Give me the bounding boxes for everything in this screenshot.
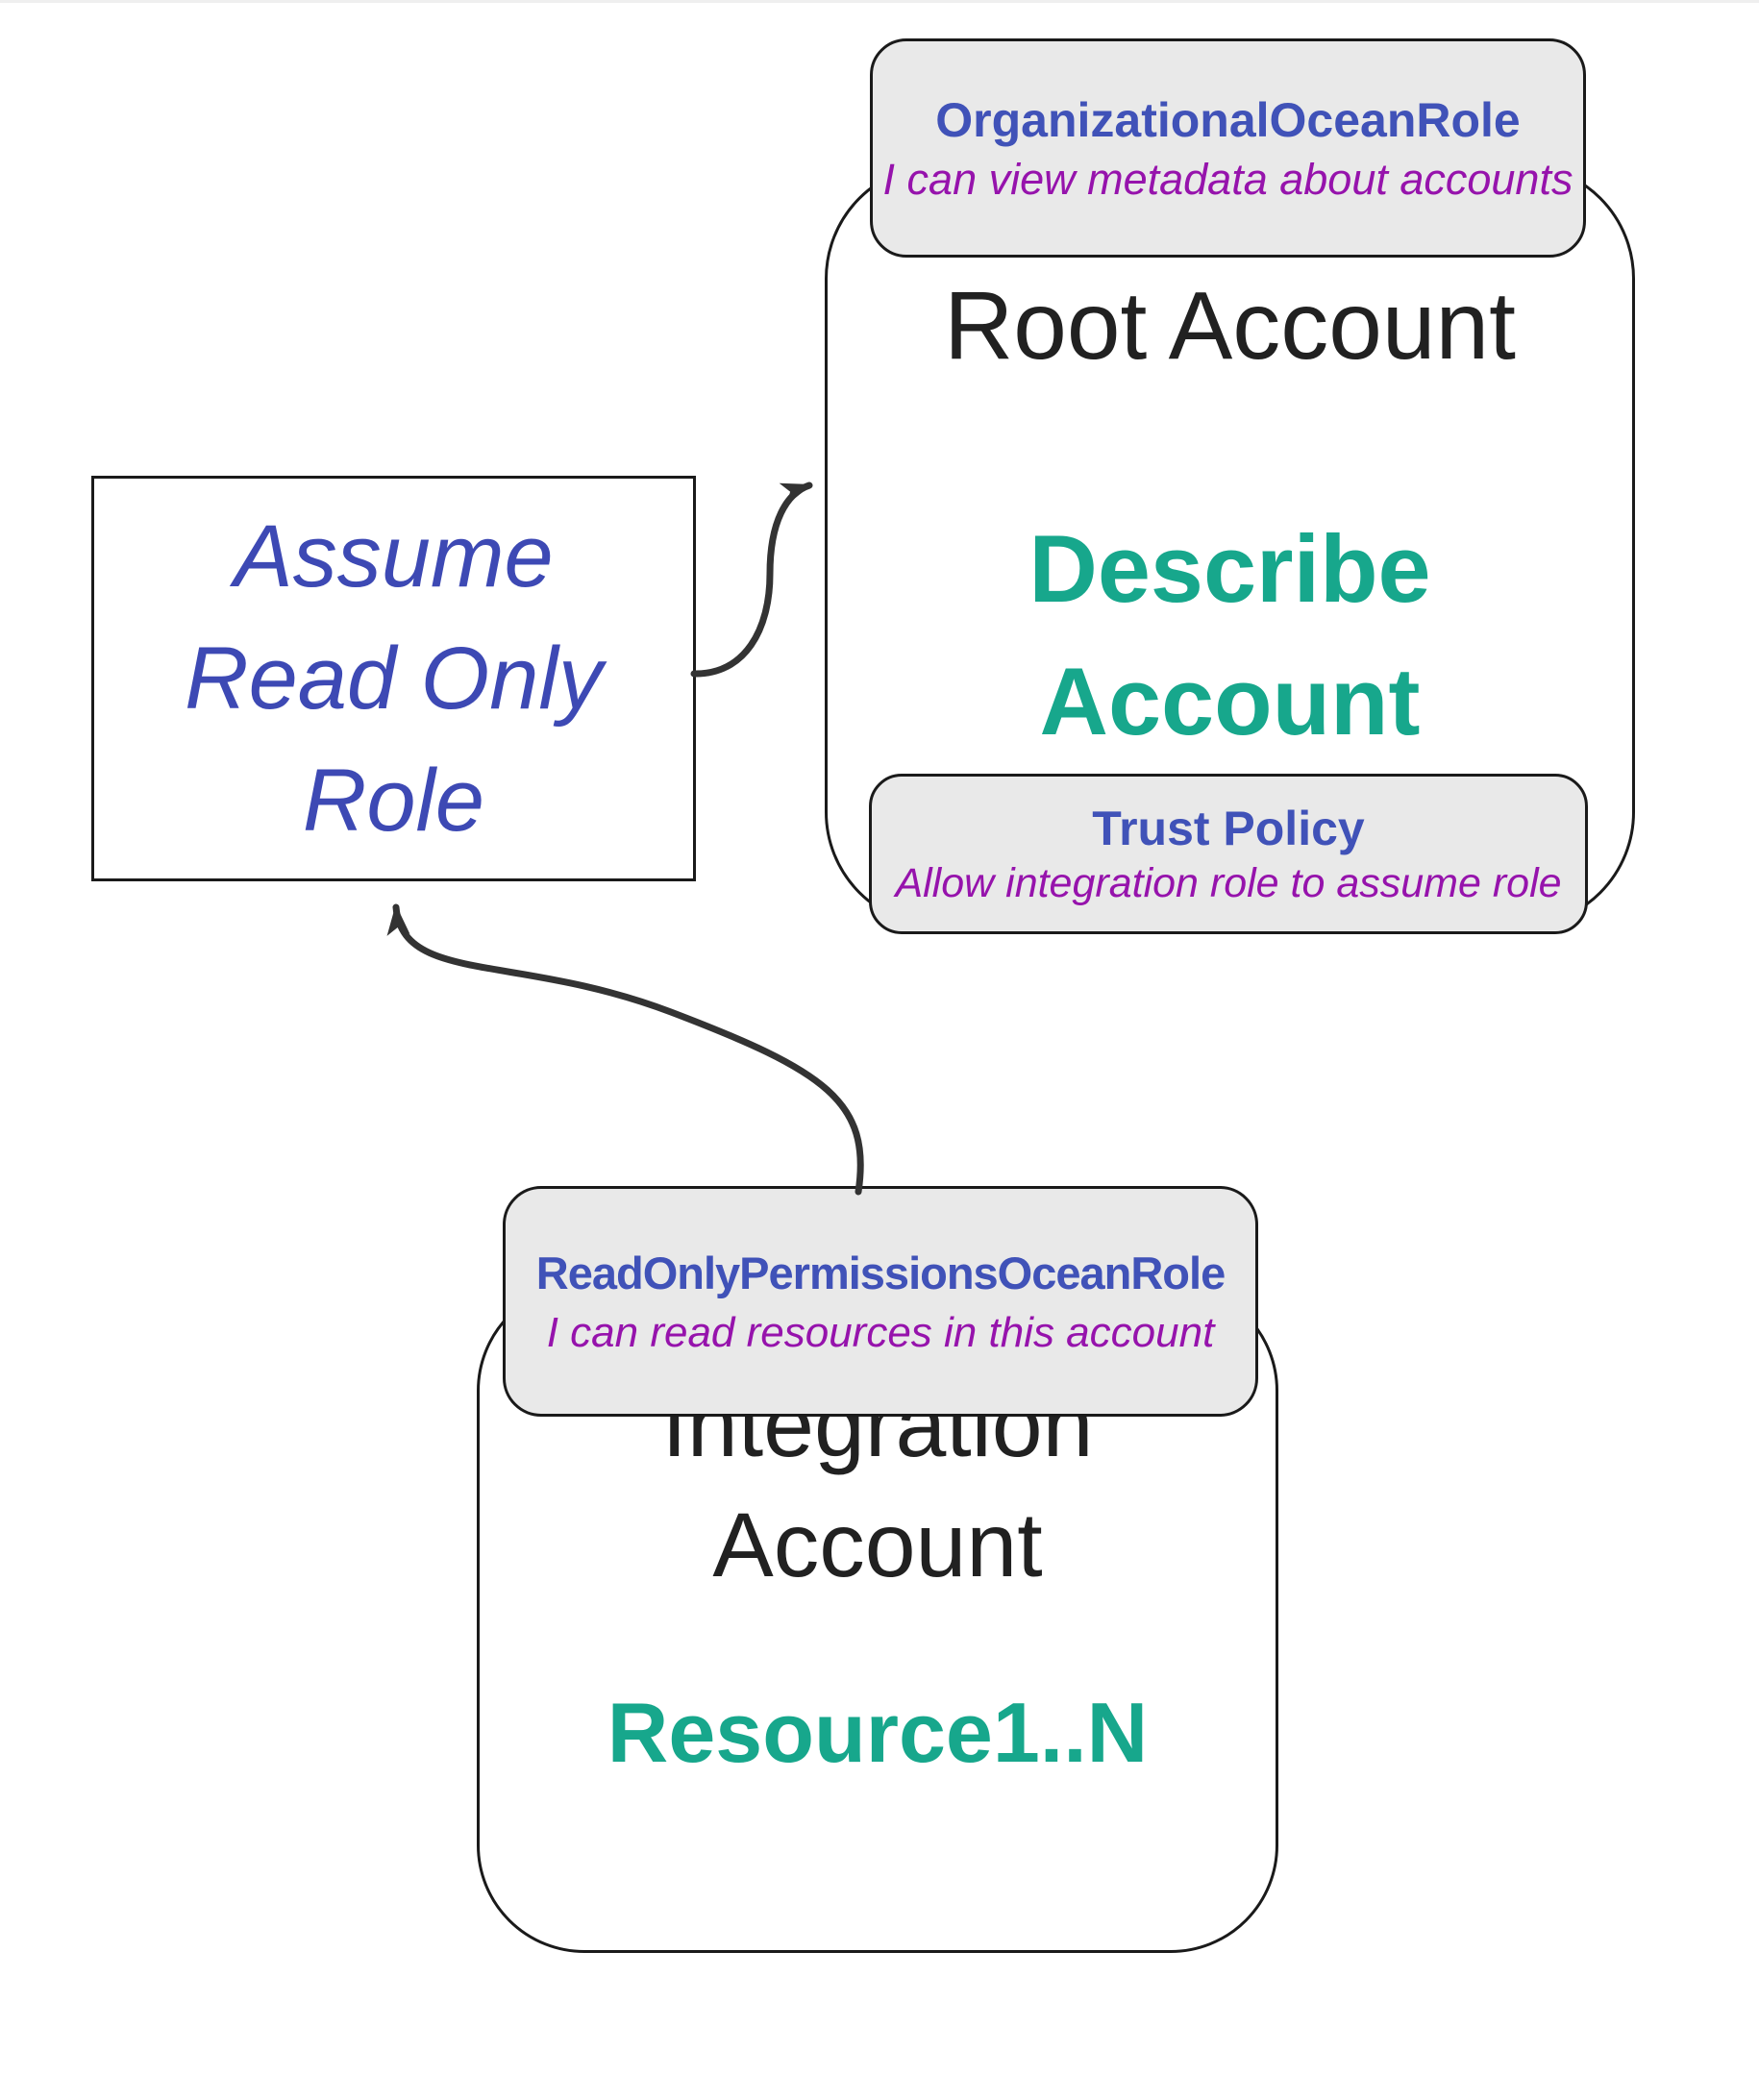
- readonly-role-title: ReadOnlyPermissionsOceanRole: [535, 1248, 1226, 1298]
- readonly-role-badge: ReadOnlyPermissionsOceanRole I can read …: [503, 1186, 1258, 1417]
- describe-account-action: Describe Account: [828, 503, 1632, 768]
- arrow-readonly-to-assume: [386, 903, 864, 1196]
- assume-role-line2: Read Only: [185, 629, 603, 728]
- integration-title-line2: Account: [712, 1495, 1043, 1596]
- trust-policy-badge: Trust Policy Allow integration role to a…: [869, 774, 1588, 934]
- trust-policy-title: Trust Policy: [1092, 801, 1365, 855]
- window-top-border: [0, 0, 1759, 3]
- resources-label: Resource1..N: [607, 1685, 1149, 1780]
- describe-account-line2: Account: [1039, 648, 1421, 754]
- assume-role-line3: Role: [302, 751, 485, 850]
- root-account-title: Root Account: [944, 272, 1516, 380]
- readonly-role-subtitle: I can read resources in this account: [546, 1309, 1215, 1356]
- organizational-role-badge: OrganizationalOceanRole I can view metad…: [870, 38, 1586, 258]
- assume-role-line1: Assume: [234, 506, 554, 605]
- organizational-role-title: OrganizationalOceanRole: [935, 93, 1521, 147]
- trust-policy-subtitle: Allow integration role to assume role: [895, 859, 1562, 906]
- describe-account-line1: Describe: [1028, 515, 1431, 622]
- assume-role-box: Assume Read Only Role: [91, 476, 696, 881]
- organizational-role-subtitle: I can view metadata about accounts: [882, 155, 1573, 204]
- arrow-assume-to-root: [690, 482, 813, 678]
